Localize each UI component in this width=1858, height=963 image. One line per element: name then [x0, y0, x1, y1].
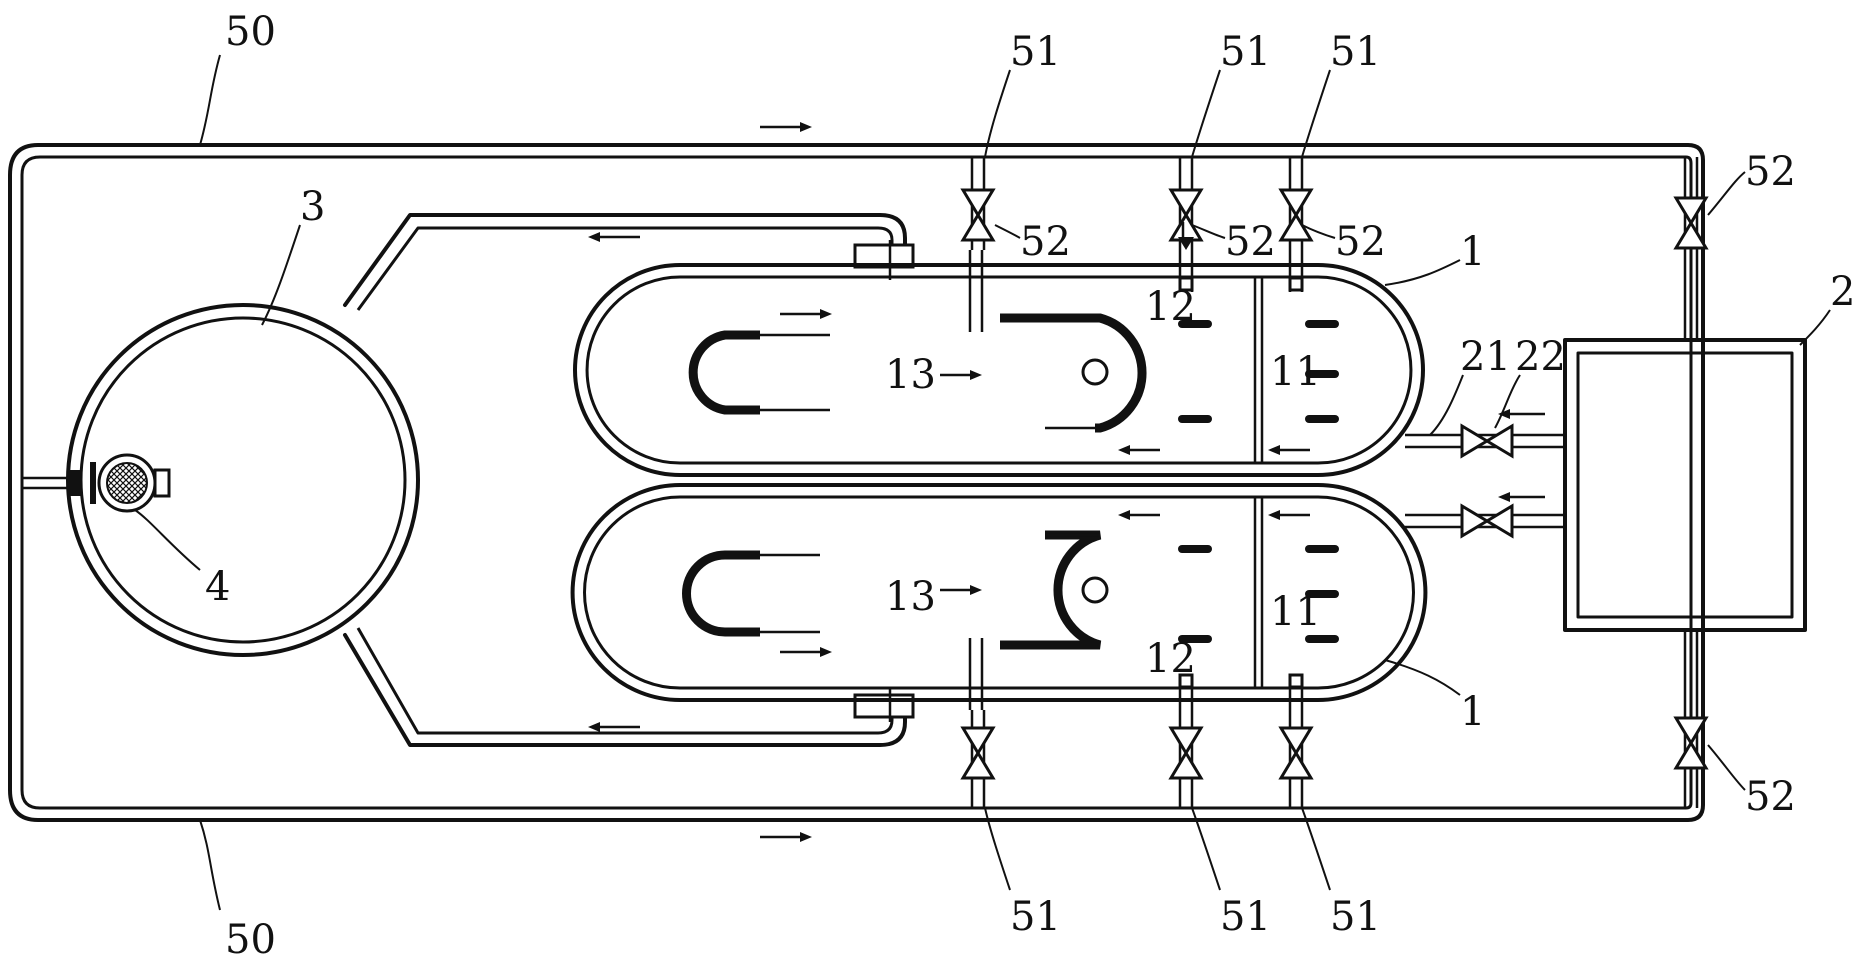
- label-52-a: 52: [1020, 219, 1071, 265]
- label-52-d: 52: [1745, 149, 1796, 195]
- label-1-top: 1: [1460, 229, 1485, 275]
- label-52-c: 52: [1335, 219, 1386, 265]
- label-52-e: 52: [1745, 774, 1796, 820]
- label-2: 2: [1830, 269, 1855, 315]
- branch-pipes-bottom: [970, 673, 1304, 808]
- nozzles-lower: [1178, 545, 1339, 643]
- label-1-bottom: 1: [1460, 689, 1485, 735]
- lower-tank-1: [570, 483, 1428, 710]
- vessel-top-return-pipe: [343, 213, 915, 311]
- label-51-f: 51: [1330, 894, 1381, 940]
- box-outlet-pipes: [1405, 433, 1565, 529]
- nozzles-upper: [1178, 320, 1339, 423]
- label-3: 3: [300, 184, 325, 230]
- label-52-b: 52: [1225, 219, 1276, 265]
- pump-4-icon: [22, 453, 171, 513]
- label-13-bottom: 13: [885, 574, 936, 620]
- label-51-e: 51: [1220, 894, 1271, 940]
- reference-labels: 50 50 51 51 51 51 51 51 52 52 52 52 52 3…: [205, 9, 1855, 963]
- label-13-top: 13: [885, 352, 936, 398]
- label-51-d: 51: [1010, 894, 1061, 940]
- label-22: 22: [1515, 334, 1566, 380]
- valve-icons: [960, 188, 1709, 780]
- label-50-bottom: 50: [225, 917, 276, 963]
- label-4: 4: [205, 564, 230, 610]
- label-51-b: 51: [1220, 29, 1271, 75]
- label-21: 21: [1460, 334, 1511, 380]
- label-11-top: 11: [1270, 349, 1321, 395]
- label-12-bottom: 12: [1145, 636, 1196, 682]
- label-51-a: 51: [1010, 29, 1061, 75]
- leader-lines: [134, 54, 1831, 911]
- flow-arrows: [588, 122, 1545, 842]
- label-12-top: 12: [1145, 284, 1196, 330]
- box-2: [1563, 338, 1807, 632]
- upper-tank-1: [573, 250, 1425, 477]
- label-51-c: 51: [1330, 29, 1381, 75]
- label-11-bottom: 11: [1270, 589, 1321, 635]
- label-50-top: 50: [225, 9, 276, 55]
